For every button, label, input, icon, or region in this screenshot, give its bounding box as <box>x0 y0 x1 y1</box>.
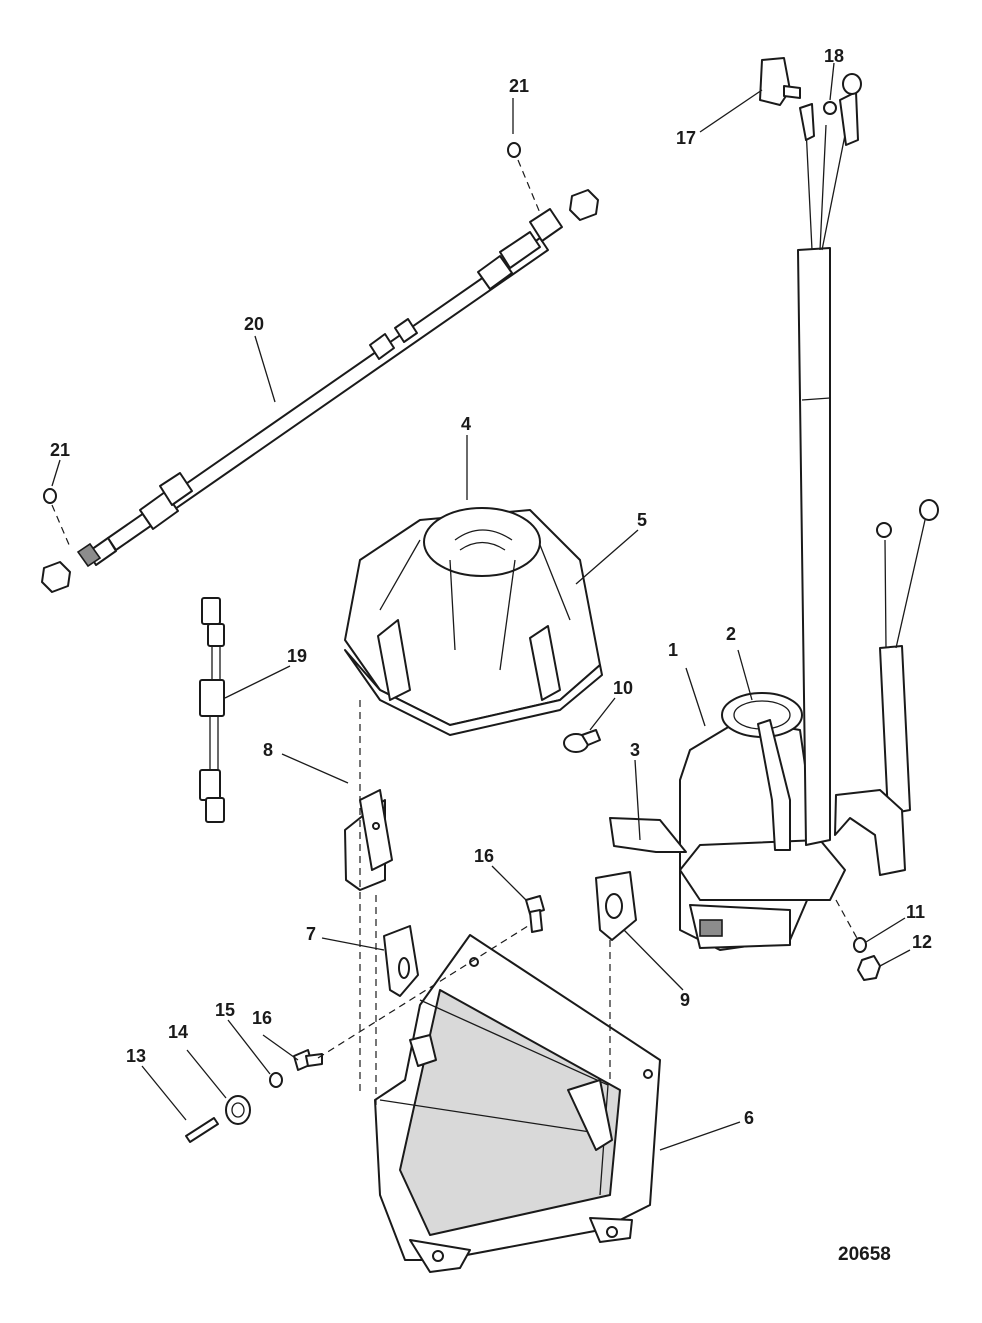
callout-4: 4 <box>461 414 471 434</box>
callout-15: 15 <box>215 1000 235 1020</box>
nut-washer <box>853 937 881 981</box>
callout-18: 18 <box>824 46 844 66</box>
callout-10: 10 <box>613 678 633 698</box>
side-harness <box>834 499 939 876</box>
mounting-tray <box>374 934 661 1273</box>
callout-14: 14 <box>168 1022 188 1042</box>
callout-16-top: 16 <box>474 846 494 866</box>
hose-clamp <box>563 729 601 753</box>
callout-3: 3 <box>630 740 640 760</box>
assembly-lines <box>317 700 859 1105</box>
figure-id: 20658 <box>838 1244 891 1265</box>
callout-5: 5 <box>637 510 647 530</box>
leader-lines <box>51 62 911 1151</box>
callout-1: 1 <box>668 640 678 660</box>
pump-assembly <box>609 692 846 951</box>
hose-assembly <box>76 208 563 568</box>
callout-21-top: 21 <box>509 76 529 96</box>
hose-end-caps <box>41 189 599 593</box>
reservoir-cover <box>344 507 603 736</box>
callout-17: 17 <box>676 128 696 148</box>
bracket-8 <box>344 789 393 891</box>
clip-9 <box>595 871 637 941</box>
small-hardware <box>185 1072 283 1143</box>
clip-7 <box>383 925 419 997</box>
callout-12: 12 <box>912 932 932 952</box>
callout-8: 8 <box>263 740 273 760</box>
callout-13: 13 <box>126 1046 146 1066</box>
callout-2: 2 <box>726 624 736 644</box>
callout-9: 9 <box>680 990 690 1010</box>
callout-7: 7 <box>306 924 316 944</box>
callout-21-left: 21 <box>50 440 70 460</box>
callout-6: 6 <box>744 1108 754 1128</box>
callout-labels: 21 20 21 4 5 19 8 10 1 2 3 16 7 9 6 11 1… <box>50 46 932 1128</box>
callout-11: 11 <box>906 902 925 922</box>
screws-16 <box>293 895 545 1071</box>
callout-20: 20 <box>244 314 264 334</box>
callout-16-bottom: 16 <box>252 1008 272 1028</box>
callout-19: 19 <box>287 646 307 666</box>
o-rings <box>43 142 541 548</box>
harness-tube <box>759 57 862 846</box>
wiring-harness <box>199 597 225 823</box>
